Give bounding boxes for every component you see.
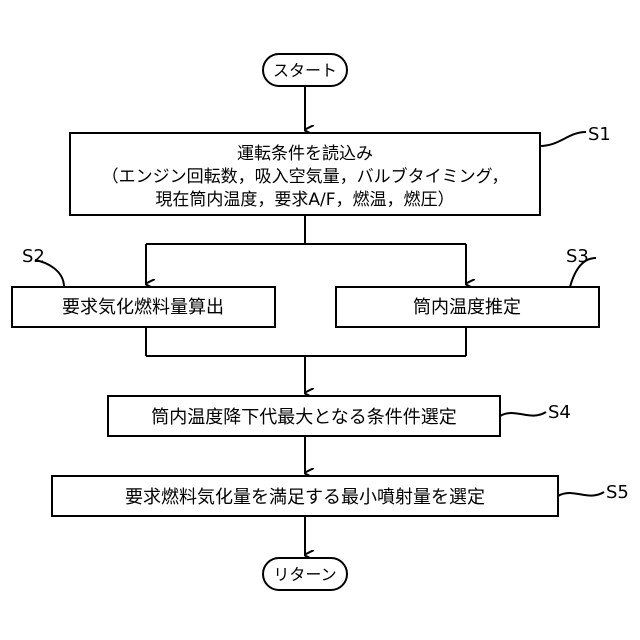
start-label: スタート <box>273 61 337 80</box>
s3-process-box: 筒内温度推定 <box>336 287 599 327</box>
s2-process-box: 要求気化燃料量算出 <box>12 287 275 327</box>
end-terminal: リターン <box>263 558 347 590</box>
s2-label: 要求気化燃料量算出 <box>62 297 224 318</box>
s3-label: 筒内温度推定 <box>413 297 521 318</box>
start-terminal: スタート <box>263 54 347 86</box>
end-label: リターン <box>273 565 336 584</box>
s4-process-box: 筒内温度降下代最大となる条件件選定 <box>108 396 500 436</box>
s5-label: 要求燃料気化量を満足する最小噴射量を選定 <box>125 487 485 508</box>
s5-step-label: S5 <box>606 482 629 503</box>
s1-process-box: 運転条件を読込み （エンジン回転数，吸入空気量，バルブタイミング， 現在筒内温度… <box>70 133 540 215</box>
s4-step-label: S4 <box>548 402 571 423</box>
s4-label: 筒内温度降下代最大となる条件件選定 <box>151 407 456 428</box>
s5-process-box: 要求燃料気化量を満足する最小噴射量を選定 <box>52 476 558 516</box>
s1-leader <box>540 132 586 146</box>
s1-step-label: S1 <box>588 124 611 145</box>
s2-step-label: S2 <box>22 246 45 267</box>
s1-line2: （エンジン回転数，吸入空気量，バルブタイミング， <box>102 166 509 187</box>
s1-line1: 運転条件を読込み <box>237 144 373 164</box>
s1-line3: 現在筒内温度，要求A/F，燃温，燃圧） <box>155 190 454 210</box>
s4-leader <box>500 412 546 416</box>
s3-step-label: S3 <box>566 246 589 267</box>
s5-leader <box>558 492 604 496</box>
